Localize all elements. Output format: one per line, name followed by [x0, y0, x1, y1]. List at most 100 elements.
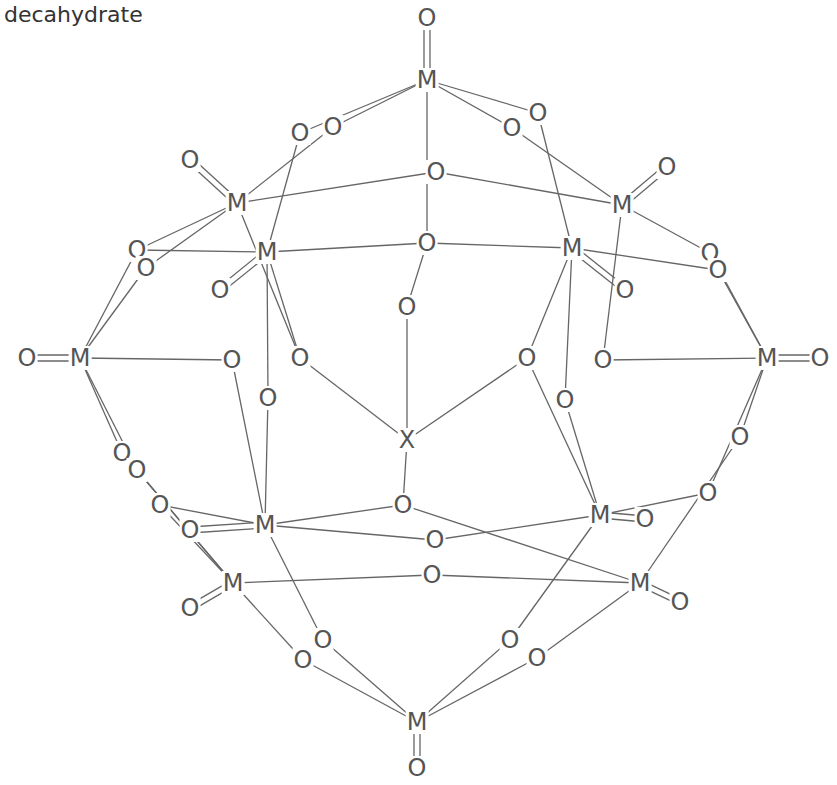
atom-symbol: O	[407, 756, 428, 780]
atom-symbol: O	[670, 590, 691, 614]
bond-line	[527, 358, 600, 515]
atom-symbol: O	[180, 148, 201, 172]
atom-symbol: O	[180, 518, 201, 542]
atom-symbol: O	[500, 628, 521, 652]
bond-line	[436, 172, 622, 205]
bond-line	[265, 525, 435, 540]
bond-line	[267, 252, 268, 398]
bond-line	[417, 640, 510, 722]
atom-symbol: O	[528, 101, 549, 125]
bond-line	[237, 172, 436, 203]
atom-symbol: O	[393, 493, 414, 517]
atom-symbol: O	[417, 6, 438, 30]
atom-symbol: M	[611, 193, 634, 217]
bond-line	[80, 358, 122, 453]
title-text: decahydrate	[4, 3, 143, 27]
bond-line	[406, 307, 407, 440]
bond-line	[333, 80, 427, 127]
atom-symbol: O	[422, 563, 443, 587]
atom-symbol: O	[127, 458, 148, 482]
atom-symbol: O	[635, 507, 656, 531]
atom-symbol: O	[527, 646, 548, 670]
atom-symbol: O	[502, 116, 523, 140]
bond-line	[267, 252, 300, 358]
bond-line	[265, 525, 323, 640]
atom-symbol: M	[589, 503, 612, 527]
bond-line	[427, 80, 538, 113]
atom-symbol: O	[323, 115, 344, 139]
bond-line	[512, 128, 622, 205]
bond-line	[122, 453, 233, 583]
atom-symbol: M	[561, 236, 584, 260]
bond-line	[80, 358, 137, 470]
atom-symbol: O	[810, 346, 831, 370]
bond-line	[537, 583, 640, 658]
atom-symbol: O	[615, 278, 636, 302]
bond-line	[407, 358, 527, 440]
atom-symbol: O	[657, 155, 678, 179]
bond-line	[538, 113, 572, 248]
atom-symbol: O	[180, 596, 201, 620]
bond-line	[237, 203, 300, 358]
bond-line	[427, 80, 512, 128]
bond-line	[427, 243, 572, 248]
bond-line	[708, 358, 767, 493]
bond-line	[232, 360, 265, 525]
bond-line	[303, 660, 417, 722]
bond-line	[267, 133, 300, 252]
bond-line	[718, 270, 767, 358]
atom-symbol: O	[425, 528, 446, 552]
atom-symbol: M	[254, 513, 277, 537]
atom-symbol: M	[406, 710, 429, 734]
atom-symbol: M	[629, 571, 652, 595]
bond-line	[435, 515, 600, 540]
bond-line	[267, 243, 427, 252]
atom-symbol: O	[136, 256, 157, 280]
atom-symbol: O	[313, 628, 334, 652]
atom-symbol: M	[756, 346, 779, 370]
atom-symbol: O	[290, 346, 311, 370]
bond-line	[432, 575, 640, 583]
bond-line	[137, 203, 237, 250]
atom-symbol: M	[226, 191, 249, 215]
bond-line	[237, 127, 333, 203]
bond-line	[603, 358, 767, 360]
bond-line	[622, 205, 710, 253]
bond-line	[417, 658, 537, 722]
atom-symbol: O	[417, 231, 438, 255]
atom-symbol: O	[17, 346, 38, 370]
atom-symbol: O	[730, 425, 751, 449]
bond-line	[233, 575, 432, 583]
bond-line	[323, 640, 417, 722]
atom-symbol: O	[210, 278, 231, 302]
bond-line	[265, 505, 403, 525]
bond-line	[527, 248, 572, 358]
atom-symbol: M	[416, 68, 439, 92]
atom-symbol: X	[398, 428, 416, 452]
bond-line	[565, 400, 600, 515]
bond-line	[565, 248, 572, 400]
atom-symbol: M	[256, 240, 279, 264]
atom-symbol: M	[222, 571, 245, 595]
atom-symbol: O	[426, 160, 447, 184]
atom-symbol: O	[397, 295, 418, 319]
bond-line	[80, 250, 137, 358]
bond-line	[80, 268, 146, 358]
atom-symbol: O	[290, 121, 311, 145]
atom-symbol: O	[555, 388, 576, 412]
atom-symbol: O	[293, 648, 314, 672]
bond-line	[137, 250, 267, 252]
atom-symbol: O	[150, 493, 171, 517]
bond-line	[80, 358, 232, 360]
atom-symbol: O	[222, 348, 243, 372]
atom-symbol: O	[517, 346, 538, 370]
bond-line	[300, 80, 427, 133]
atom-symbol: O	[258, 386, 279, 410]
atom-symbol: O	[708, 258, 729, 282]
atom-symbol: O	[593, 348, 614, 372]
bond-line	[572, 248, 718, 270]
bond-line	[265, 398, 268, 525]
atom-symbol: O	[698, 481, 719, 505]
atom-symbol: M	[69, 346, 92, 370]
